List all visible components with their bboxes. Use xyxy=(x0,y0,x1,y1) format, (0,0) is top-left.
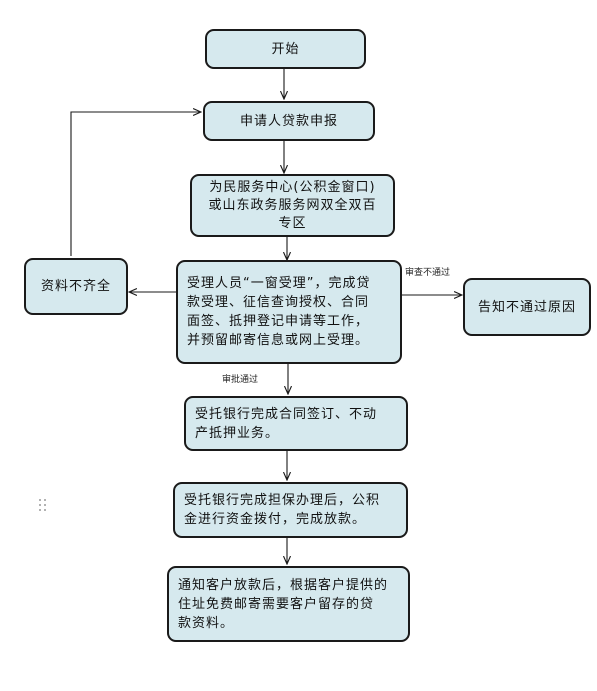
node-start: 开始 xyxy=(205,29,366,69)
node-disbursement: 受托银行完成担保办理后，公积 金进行资金拨付，完成放款。 xyxy=(173,482,408,538)
node-incomplete-label: 资料不齐全 xyxy=(40,279,111,294)
edge-label-approval-pass: 审批通过 xyxy=(222,375,259,385)
node-service-center-label: 为民服务中心(公积金窗口) 或山东政务服务网双全双百 专区 xyxy=(208,179,377,231)
edge-label-review-fail: 审查不通过 xyxy=(405,268,451,278)
arrow-incomplete-loop-to-apply xyxy=(70,112,201,256)
node-mailing-label: 通知客户放款后，根据客户提供的 住址免费邮寄需要客户留存的贷 款资料。 xyxy=(178,577,389,631)
node-bank-contract-label: 受托银行完成合同签订、不动 产抵押业务。 xyxy=(195,406,378,441)
node-mailing: 通知客户放款后，根据客户提供的 住址免费邮寄需要客户留存的贷 款资料。 xyxy=(167,566,410,642)
node-bank-contract: 受托银行完成合同签订、不动 产抵押业务。 xyxy=(184,396,408,451)
node-apply: 申请人贷款申报 xyxy=(203,101,375,141)
node-start-label: 开始 xyxy=(271,41,300,57)
node-apply-label: 申请人贷款申报 xyxy=(239,113,338,129)
node-acceptance: 受理人员“一窗受理”，完成贷 款受理、征信查询授权、合同 面签、抵押登记申请等工… xyxy=(176,260,402,364)
node-service-center: 为民服务中心(公积金窗口) 或山东政务服务网双全双百 专区 xyxy=(190,174,395,237)
node-reject-notice-label: 告知不通过原因 xyxy=(477,299,576,315)
node-incomplete: 资料不齐全 xyxy=(24,258,128,315)
drag-handle-icon[interactable] xyxy=(38,498,48,512)
node-acceptance-label: 受理人员“一窗受理”，完成贷 款受理、征信查询授权、合同 面签、抵押登记申请等工… xyxy=(187,276,371,348)
node-reject-notice: 告知不通过原因 xyxy=(463,278,591,336)
node-disbursement-label: 受托银行完成担保办理后，公积 金进行资金拨付，完成放款。 xyxy=(184,493,381,527)
